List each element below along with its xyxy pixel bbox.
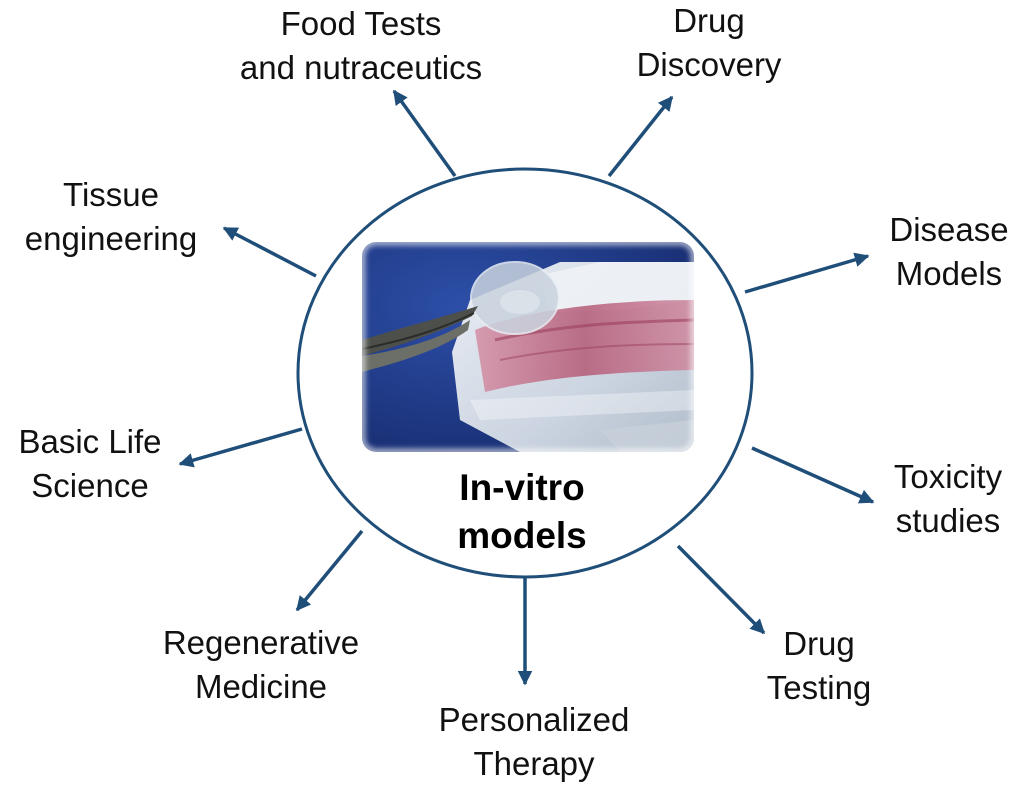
arrow-tissue <box>222 226 317 278</box>
label-tissue-engineering-line2: engineering <box>24 220 198 257</box>
label-drug-discovery-line2: Discovery <box>636 46 782 83</box>
label-personalized-therapy-line1: Personalized <box>438 701 630 738</box>
label-food-tests: Food Tests and nutraceutics <box>240 2 482 90</box>
arrow-food <box>392 89 457 178</box>
label-regenerative-medicine-line2: Medicine <box>194 668 328 705</box>
label-toxicity-studies: Toxicity studies <box>894 455 1002 543</box>
label-drug-testing-line2: Testing <box>766 669 872 706</box>
label-personalized-therapy-line2: Therapy <box>473 745 595 782</box>
arrow-toxicity <box>751 446 875 504</box>
label-drug-testing-line1: Drug <box>783 625 855 662</box>
center-title: In-vitro models <box>457 464 587 560</box>
arrow-drug-discovery <box>607 95 674 178</box>
label-food-tests-line1: Food Tests <box>280 5 442 42</box>
label-toxicity-studies-line2: studies <box>895 502 1001 539</box>
arrow-regenerative <box>295 529 364 612</box>
center-title-line2: models <box>457 515 587 556</box>
label-disease-models-line1: Disease <box>889 211 1009 248</box>
arrow-group <box>178 89 875 686</box>
label-drug-discovery: Drug Discovery <box>637 0 782 87</box>
arrow-drug-testing <box>676 544 766 635</box>
label-regenerative-medicine-line1: Regenerative <box>162 624 360 661</box>
label-drug-testing: Drug Testing <box>767 622 872 710</box>
photo-frame <box>359 239 697 455</box>
bioreactor-photo <box>362 242 694 452</box>
label-basic-life-science-line1: Basic Life <box>18 423 162 460</box>
label-toxicity-studies-line1: Toxicity <box>893 458 1003 495</box>
arrow-basic <box>178 427 303 468</box>
label-disease-models: Disease Models <box>889 208 1008 296</box>
center-title-line1: In-vitro <box>459 467 585 508</box>
label-basic-life-science-line2: Science <box>31 467 149 504</box>
label-disease-models-line2: Models <box>895 255 1003 292</box>
arrow-disease <box>744 252 870 294</box>
label-tissue-engineering: Tissue engineering <box>25 173 197 261</box>
label-tissue-engineering-line1: Tissue <box>63 176 159 213</box>
label-basic-life-science: Basic Life Science <box>18 420 161 508</box>
label-drug-discovery-line1: Drug <box>673 2 745 39</box>
label-regenerative-medicine: Regenerative Medicine <box>163 621 359 709</box>
label-food-tests-line2: and nutraceutics <box>239 49 483 86</box>
label-personalized-therapy: Personalized Therapy <box>439 698 630 786</box>
